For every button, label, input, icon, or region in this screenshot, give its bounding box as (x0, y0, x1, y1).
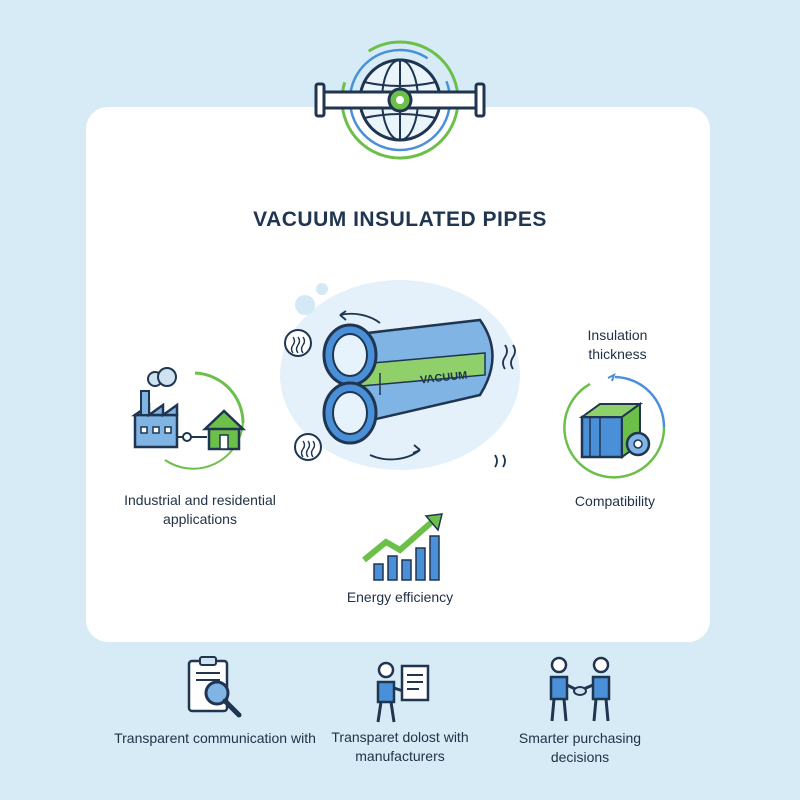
insulation-gear-icon (563, 373, 666, 479)
footer-item-1: Transparent communication with (114, 730, 316, 746)
page-title: VACUUM INSULATED PIPES (253, 208, 547, 231)
clipboard-search-icon (187, 656, 242, 718)
factory-house-icon (131, 367, 247, 470)
vacuum-pipe-illustration (280, 280, 520, 470)
footer-item-3: Smarter purchasing decisions (518, 730, 642, 765)
energy-label: Energy efficiency (346, 589, 454, 605)
industrial-label: Industrial and residential applications (124, 492, 276, 527)
insulation-label: Insulation thickness (587, 327, 648, 362)
globe-pipe-icon (314, 40, 486, 160)
footer-item-2: Transparet dolost with manufacturers (331, 729, 469, 764)
person-document-icon (376, 661, 430, 723)
growth-chart-icon (362, 513, 443, 581)
compatibility-label: Compatibility (574, 493, 656, 509)
handshake-icon (549, 656, 611, 722)
